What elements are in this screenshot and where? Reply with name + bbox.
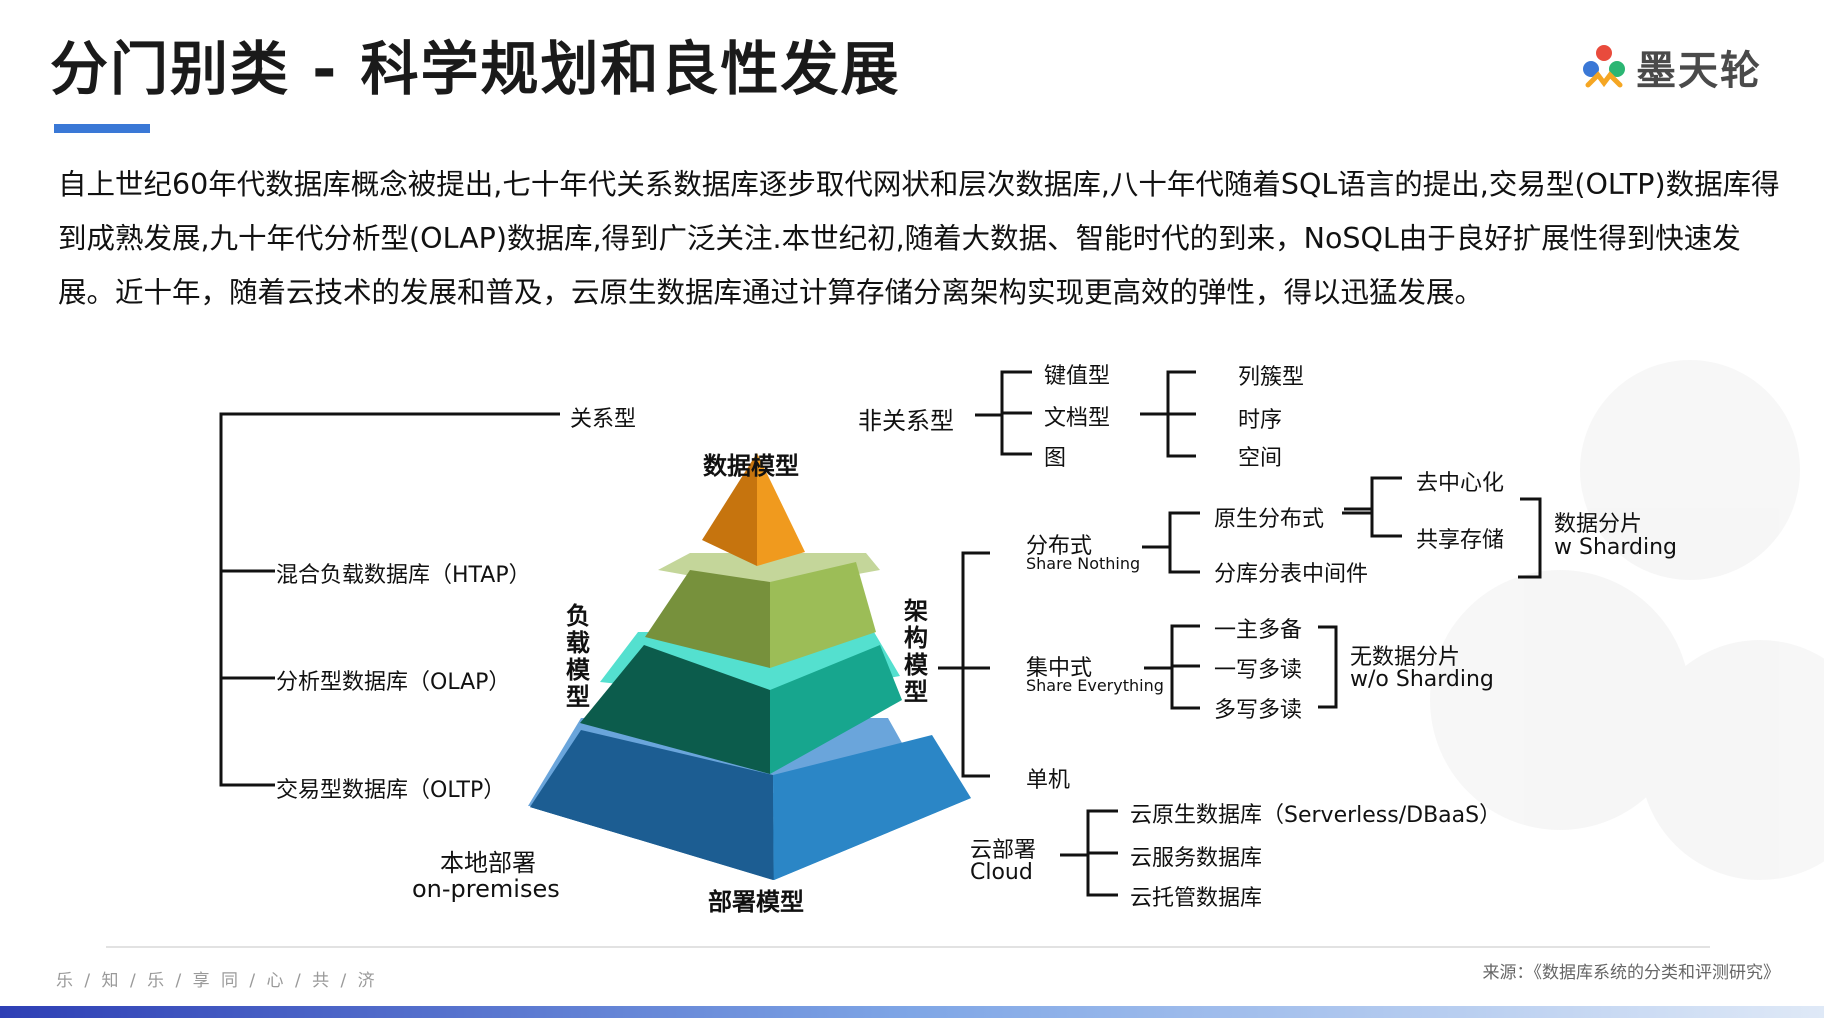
footer-source: 来源：《数据库系统的分类和评测研究》 xyxy=(1482,963,1781,983)
pyramid-tier-load-band xyxy=(658,553,880,590)
share-everything-label: Share Everything xyxy=(1026,676,1164,695)
logo-text: 墨天轮 xyxy=(1636,48,1762,94)
centralized-label: 集中式 xyxy=(1026,656,1093,681)
pyramid-tier-arch-left xyxy=(580,645,770,774)
pyramid-tier-data-left xyxy=(702,453,757,566)
cloud-native-label: 云原生数据库（Serverless/DBaaS） xyxy=(1130,803,1502,828)
bottom-gradient-bar xyxy=(0,1006,1824,1018)
spatial-label: 空间 xyxy=(1238,446,1283,471)
sharding-label: 数据分片 xyxy=(1554,512,1643,537)
time-series-label: 时序 xyxy=(1238,408,1283,433)
on-premises-label: on-premises xyxy=(412,875,560,903)
one-master-label: 一主多备 xyxy=(1214,618,1303,643)
load-model-label: 负载模型 xyxy=(566,602,590,711)
data-model-label: 数据模型 xyxy=(703,452,799,480)
w-sharding-label: w Sharding xyxy=(1554,535,1678,560)
olap-label: 分析型数据库（OLAP） xyxy=(276,670,511,695)
deploy-model-label: 部署模型 xyxy=(708,888,804,916)
wo-sharding-label: w/o Sharding xyxy=(1350,667,1494,692)
cloud-hosted-label: 云托管数据库 xyxy=(1130,886,1263,911)
distributed-label: 分布式 xyxy=(1026,534,1093,559)
share-nothing-label: Share Nothing xyxy=(1026,554,1141,573)
pyramid-tier-load-right xyxy=(770,562,876,668)
one-write-label: 一写多读 xyxy=(1214,658,1303,683)
pyramid-tier-data-right xyxy=(757,453,805,566)
cloud-label: Cloud xyxy=(970,860,1033,885)
brand-logo[interactable]: 墨天轮 xyxy=(1578,38,1762,96)
graph-label: 图 xyxy=(1044,446,1067,471)
connector-lines xyxy=(219,370,1542,897)
footer-slogan: 乐 / 知 / 乐 / 享 同 / 心 / 共 / 济 xyxy=(56,971,378,991)
column-family-label: 列簇型 xyxy=(1238,365,1305,390)
document-label: 文档型 xyxy=(1044,406,1111,431)
htap-label: 混合负载数据库（HTAP） xyxy=(276,563,531,588)
local-deploy-label: 本地部署 xyxy=(440,849,536,877)
sharding-middleware-label: 分库分表中间件 xyxy=(1214,562,1369,587)
decentralized-label: 去中心化 xyxy=(1416,471,1505,496)
page-title: 分门别类 - 科学规划和良性发展 xyxy=(50,35,901,103)
pyramid xyxy=(528,453,971,880)
oltp-label: 交易型数据库（OLTP） xyxy=(276,778,506,803)
cloud-service-label: 云服务数据库 xyxy=(1130,846,1263,871)
non-relational-label: 非关系型 xyxy=(858,407,954,435)
pyramid-tier-load-left xyxy=(645,570,770,668)
kv-label: 键值型 xyxy=(1044,364,1111,389)
arch-model-label: 架构模型 xyxy=(904,597,928,706)
shared-storage-label: 共享存储 xyxy=(1416,528,1505,553)
logo-icon xyxy=(1583,45,1625,88)
footer-divider xyxy=(106,946,1710,948)
native-distributed-label: 原生分布式 xyxy=(1214,507,1325,532)
no-sharding-label: 无数据分片 xyxy=(1350,645,1461,670)
title-underline xyxy=(54,124,150,133)
multi-write-label: 多写多读 xyxy=(1214,698,1303,723)
intro-paragraph: 自上世纪60年代数据库概念被提出,七十年代关系数据库逐步取代网状和层次数据库,八… xyxy=(58,168,1780,309)
pyramid-tier-arch-right xyxy=(770,645,902,774)
watermark-logo xyxy=(1430,360,1824,880)
standalone-label: 单机 xyxy=(1026,768,1071,793)
relational-label: 关系型 xyxy=(570,407,637,432)
cloud-deploy-label: 云部署 xyxy=(970,838,1037,863)
